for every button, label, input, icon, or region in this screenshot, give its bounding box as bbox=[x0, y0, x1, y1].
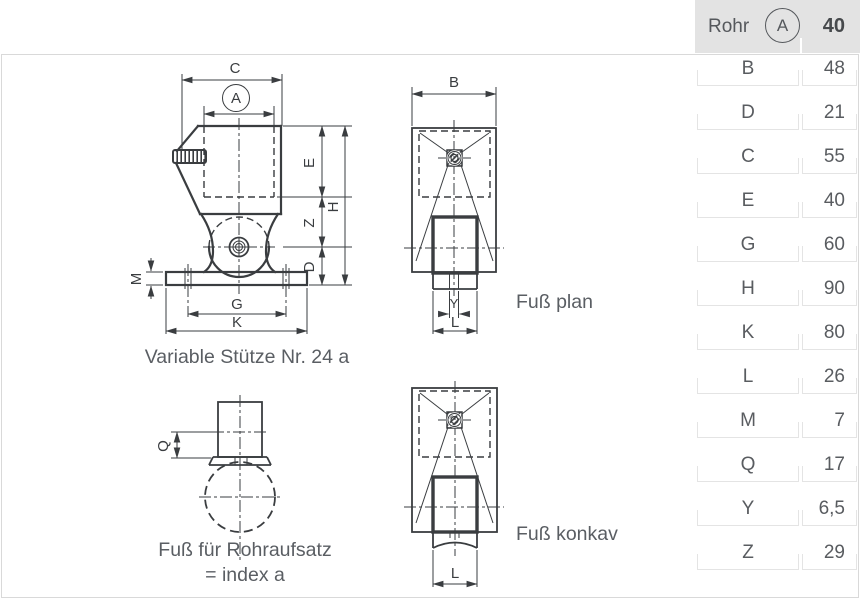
table-cell-border bbox=[697, 554, 799, 570]
table-row: B 48 bbox=[695, 53, 860, 86]
table-cell-border bbox=[802, 158, 857, 174]
table-header-value: 40 bbox=[822, 15, 845, 37]
main-view: C A bbox=[128, 60, 352, 368]
table-header-symbol-circle: A bbox=[765, 8, 800, 43]
table-row: E 40 bbox=[695, 185, 860, 218]
table-cell-border bbox=[697, 334, 799, 350]
table-cell-border bbox=[697, 510, 799, 526]
table-cell-border bbox=[802, 334, 857, 350]
rohraufsatz-view: Q Fuß für Rohraufsatz = index a bbox=[155, 395, 332, 586]
rohraufsatz-caption-line2: = index a bbox=[205, 564, 285, 586]
table-row-value: 17 bbox=[823, 454, 845, 475]
dim-label-m: M bbox=[128, 273, 145, 286]
table-cell-border bbox=[697, 114, 799, 130]
table-cell-border bbox=[697, 70, 799, 86]
konkav-view: L Fuß konkav bbox=[404, 381, 618, 588]
table-row-value: 60 bbox=[823, 234, 845, 255]
table-row: G 60 bbox=[695, 229, 860, 262]
table-row-value: 21 bbox=[823, 102, 845, 123]
table-cell-border bbox=[802, 246, 857, 262]
table-header: Rohr A 40 bbox=[695, 0, 860, 53]
table-row-value: 80 bbox=[823, 322, 845, 343]
dim-label-a: A bbox=[231, 90, 241, 107]
table-row: Q 17 bbox=[695, 449, 860, 482]
pipe-circle bbox=[204, 461, 276, 533]
table-row-value: 7 bbox=[834, 410, 845, 431]
table-row-label: M bbox=[740, 410, 756, 431]
table-row-label: K bbox=[741, 322, 755, 343]
table-row: Y 6,5 bbox=[695, 493, 860, 526]
table-row: Z 29 bbox=[695, 537, 860, 570]
table-row-label: B bbox=[741, 58, 755, 79]
table-row-value: 48 bbox=[823, 58, 845, 79]
dim-label-b: B bbox=[449, 74, 459, 91]
table-row: C 55 bbox=[695, 141, 860, 174]
dim-label-l-plan: L bbox=[451, 314, 459, 331]
front-view-caption: Fuß plan bbox=[516, 291, 593, 313]
dim-label-z: Z bbox=[301, 218, 318, 227]
dim-label-q: Q bbox=[155, 440, 172, 452]
table-row-label: L bbox=[742, 366, 754, 387]
table-cell-border bbox=[697, 246, 799, 262]
table-row-label: Z bbox=[742, 542, 754, 563]
table-cell-border bbox=[697, 466, 799, 482]
dim-label-h: H bbox=[325, 202, 342, 213]
clamp-screw bbox=[172, 149, 207, 164]
concave-foot-edge bbox=[432, 541, 478, 549]
table-row: D 21 bbox=[695, 97, 860, 130]
table-header-label: Rohr bbox=[708, 16, 750, 37]
table-cell-border bbox=[802, 510, 857, 526]
dim-label-e: E bbox=[301, 158, 318, 168]
table-row-value: 90 bbox=[823, 278, 845, 299]
table-cell-border bbox=[802, 114, 857, 130]
table-cell-border bbox=[802, 422, 857, 438]
table-row-value: 55 bbox=[823, 146, 845, 167]
table-row-value: 6,5 bbox=[818, 498, 845, 519]
table-row: H 90 bbox=[695, 273, 860, 306]
table-row-value: 40 bbox=[823, 190, 845, 211]
dim-label-k: K bbox=[232, 314, 242, 331]
rohraufsatz-caption-line1: Fuß für Rohraufsatz bbox=[158, 539, 331, 561]
table-cell-border bbox=[697, 422, 799, 438]
table-row-label: D bbox=[741, 102, 755, 123]
main-view-caption: Variable Stütze Nr. 24 a bbox=[145, 346, 350, 368]
table-row-label: G bbox=[740, 234, 756, 255]
table-cell-border bbox=[802, 202, 857, 218]
ball-screw-head bbox=[228, 236, 250, 258]
table-row-label: H bbox=[741, 278, 755, 299]
table-row-label: Q bbox=[740, 454, 756, 475]
table-cell-border bbox=[697, 202, 799, 218]
table-cell-border bbox=[697, 378, 799, 394]
dim-label-c: C bbox=[230, 60, 241, 77]
table-row: L 26 bbox=[695, 361, 860, 394]
table-row-value: 26 bbox=[823, 366, 845, 387]
dim-label-y: Y bbox=[450, 296, 459, 311]
konkav-caption: Fuß konkav bbox=[516, 523, 618, 545]
table-cell-border bbox=[802, 290, 857, 306]
table-row-label: C bbox=[741, 146, 755, 167]
front-view-fuss-plan: B Y L Fuß plan bbox=[404, 74, 593, 335]
table-cell-border bbox=[802, 378, 857, 394]
table-row: K 80 bbox=[695, 317, 860, 350]
table-cell-border bbox=[802, 466, 857, 482]
table-cell-border bbox=[802, 554, 857, 570]
table-row-value: 29 bbox=[823, 542, 845, 563]
table-row-label: Y bbox=[741, 498, 755, 519]
table-cell-border bbox=[697, 158, 799, 174]
table-cell-border bbox=[697, 290, 799, 306]
dim-label-g: G bbox=[231, 296, 243, 313]
table-row-label: E bbox=[741, 190, 755, 211]
dim-label-l-konkav: L bbox=[451, 565, 459, 582]
dim-label-d: D bbox=[301, 261, 318, 272]
table-header-separator bbox=[800, 38, 802, 53]
table-cell-border bbox=[802, 70, 857, 86]
